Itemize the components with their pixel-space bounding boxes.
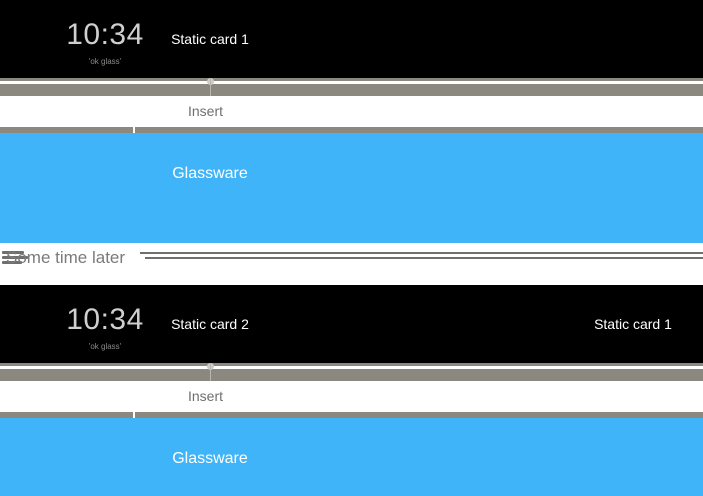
track-gap-1 xyxy=(0,81,703,84)
divider-label: Some time later xyxy=(6,248,126,267)
stacked-lines-icon xyxy=(2,251,28,267)
track-bar-top-1[interactable] xyxy=(0,78,703,81)
track-gap-2 xyxy=(0,366,703,369)
scroll-track-1[interactable]: Insert xyxy=(0,78,703,133)
card-static-card-1[interactable]: Static card 1 xyxy=(171,31,249,47)
track-foot-split-1 xyxy=(133,127,135,133)
divider-rule-upper xyxy=(140,252,703,254)
scroll-track-2[interactable]: Insert xyxy=(0,363,703,418)
glassware-label-2[interactable]: Glassware xyxy=(172,450,248,467)
card-static-card-1-b[interactable]: Static card 1 xyxy=(594,316,672,332)
insert-label-2[interactable]: Insert xyxy=(188,388,224,404)
track-bar-main-1[interactable] xyxy=(0,84,703,96)
card-static-card-2[interactable]: Static card 2 xyxy=(171,316,249,332)
track-foot-split-2 xyxy=(133,412,135,418)
track-bar-top-2[interactable] xyxy=(0,363,703,366)
card-strip-1: 10:34 'ok glass' Static card 1 xyxy=(0,0,703,78)
glass-clock-2: 10:34 'ok glass' xyxy=(0,285,210,363)
insert-label-1[interactable]: Insert xyxy=(188,103,224,119)
clock-time-2: 10:34 xyxy=(66,303,144,336)
track-bar-foot-2[interactable] xyxy=(0,412,703,418)
track-bar-foot-1[interactable] xyxy=(0,127,703,133)
divider-rule-lower xyxy=(145,257,703,259)
clock-voice-hint-2: 'ok glass' xyxy=(88,342,122,351)
glassware-strip-2: Glassware xyxy=(0,418,703,496)
clock-voice-hint: 'ok glass' xyxy=(88,57,122,66)
clock-time: 10:34 xyxy=(66,18,144,51)
track-bar-main-2[interactable] xyxy=(0,369,703,381)
track-whitespace-2 xyxy=(0,381,703,412)
glassware-strip-1: Glassware xyxy=(0,133,703,243)
some-time-later-divider: Some time later xyxy=(0,243,703,285)
track-whitespace-1 xyxy=(0,96,703,127)
glass-clock-1: 10:34 'ok glass' xyxy=(0,0,210,78)
card-strip-2: 10:34 'ok glass' Static card 2 Static ca… xyxy=(0,285,703,363)
glassware-label-1[interactable]: Glassware xyxy=(172,165,248,182)
